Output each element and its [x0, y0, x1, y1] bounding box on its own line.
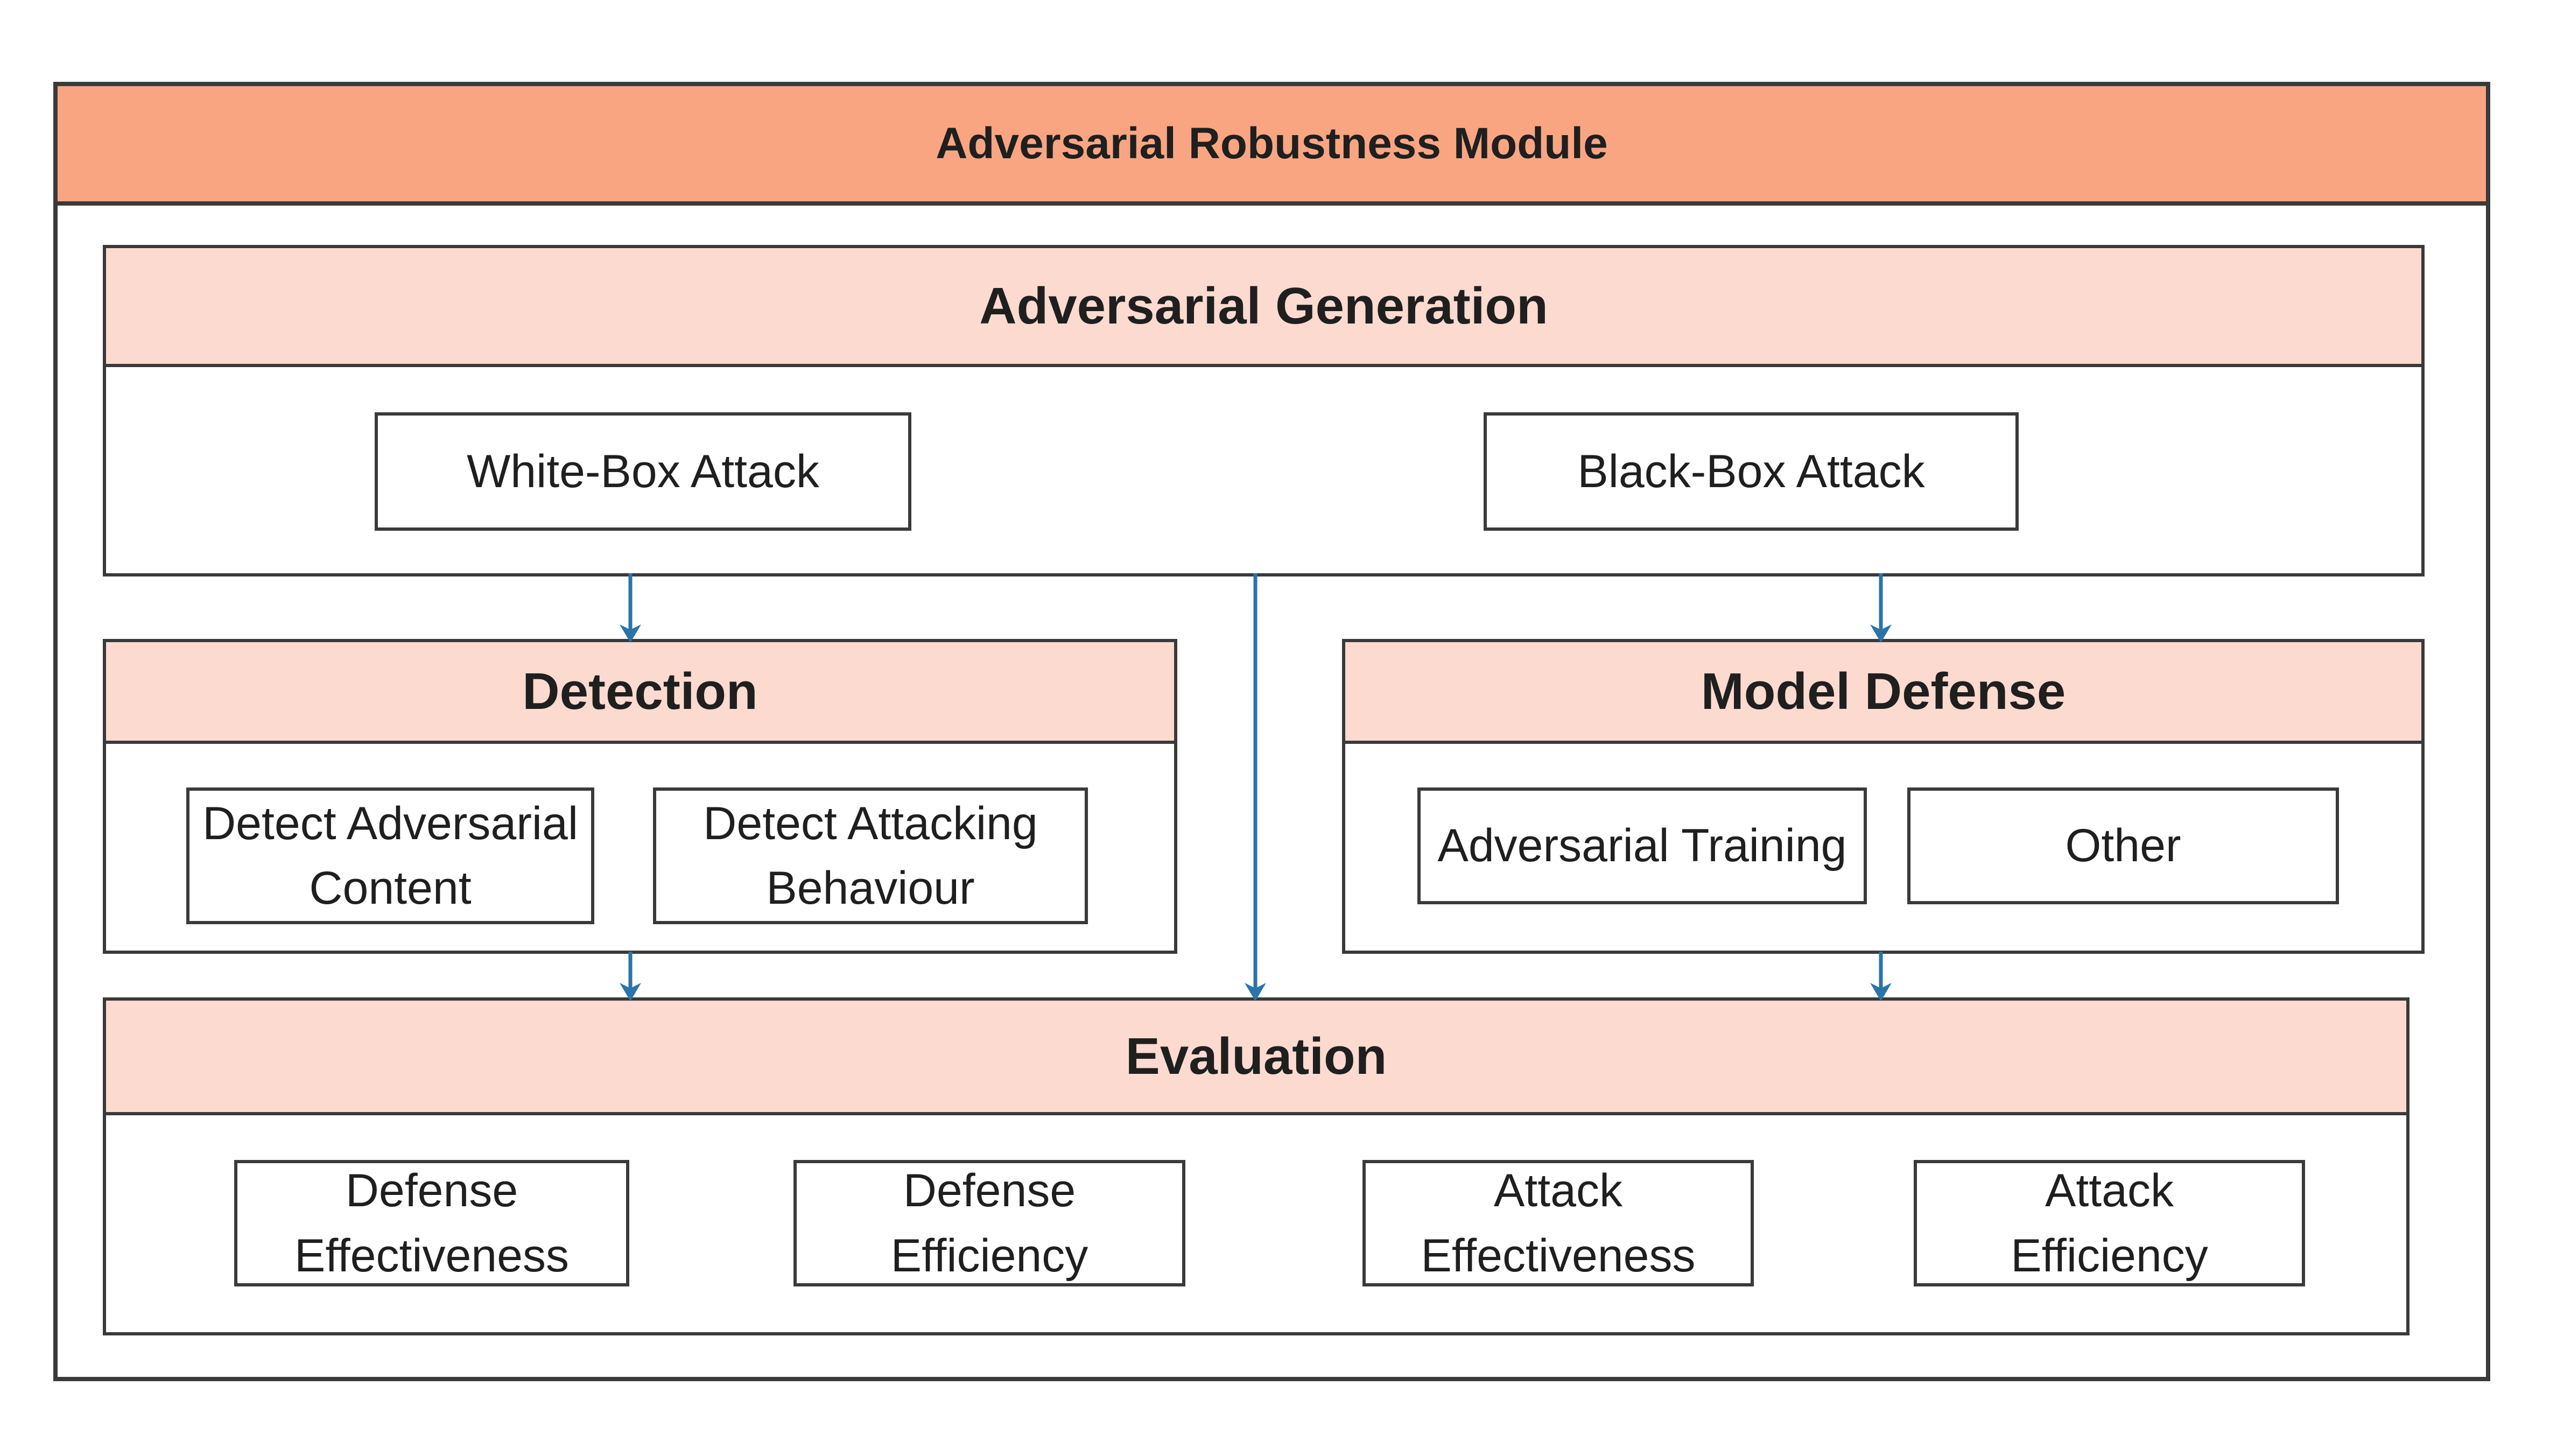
section-title-adversarial-generation: Adversarial Generation [979, 277, 1548, 335]
box-other: Other [1907, 787, 2339, 904]
section-header-detection: Detection [106, 642, 1174, 744]
section-header-adversarial-generation: Adversarial Generation [106, 248, 2421, 367]
box-label: Detect Adversarial Content [202, 797, 578, 914]
box-adversarial-training: Adversarial Training [1417, 787, 1867, 904]
box-defense-efficiency: Defense Efficiency [793, 1160, 1185, 1286]
box-label: Defense Effectiveness [294, 1165, 569, 1282]
box-white-box-attack: White-Box Attack [375, 412, 911, 531]
section-title-evaluation: Evaluation [1125, 1027, 1387, 1085]
box-label: Attack Effectiveness [1421, 1165, 1696, 1282]
section-title-detection: Detection [522, 662, 758, 720]
box-attack-effectiveness: Attack Effectiveness [1362, 1160, 1754, 1286]
box-attack-efficiency: Attack Efficiency [1914, 1160, 2305, 1286]
box-label: Attack Efficiency [2011, 1165, 2208, 1282]
box-defense-effectiveness: Defense Effectiveness [234, 1160, 629, 1286]
module-title-bar: Adversarial Robustness Module [53, 82, 2490, 206]
box-detect-attacking-behaviour: Detect Attacking Behaviour [653, 787, 1088, 924]
section-title-model-defense: Model Defense [1701, 662, 2066, 720]
box-label: Black-Box Attack [1577, 445, 1925, 497]
box-detect-adversarial-content: Detect Adversarial Content [186, 787, 594, 924]
section-header-model-defense: Model Defense [1345, 642, 2421, 744]
box-label: White-Box Attack [467, 445, 819, 497]
box-label: Defense Efficiency [890, 1165, 1088, 1282]
section-header-evaluation: Evaluation [106, 1001, 2406, 1115]
box-label: Detect Attacking Behaviour [703, 797, 1038, 914]
box-black-box-attack: Black-Box Attack [1484, 412, 2019, 531]
module-title: Adversarial Robustness Module [936, 119, 1608, 168]
box-label: Adversarial Training [1437, 820, 1847, 872]
box-label: Other [2065, 820, 2181, 872]
